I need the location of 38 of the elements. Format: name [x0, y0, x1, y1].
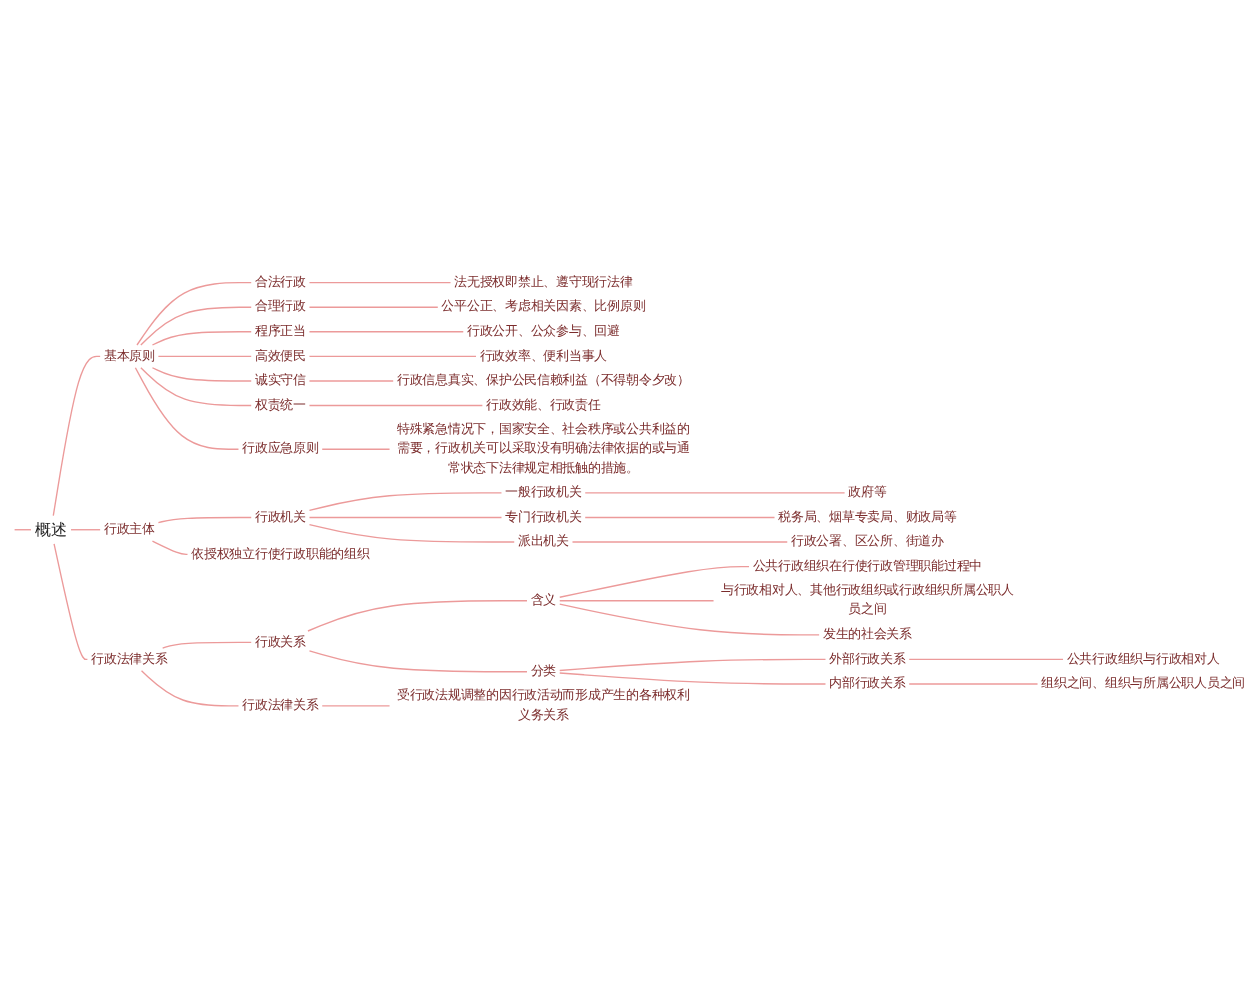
connector	[308, 381, 394, 383]
connector	[134, 368, 240, 451]
connector	[571, 542, 788, 544]
connector	[70, 530, 101, 532]
node-text: 概述	[34, 521, 68, 541]
connector	[584, 493, 846, 495]
connector	[321, 706, 391, 708]
connector	[308, 524, 515, 544]
connector	[308, 651, 528, 674]
connector	[151, 368, 252, 383]
connector	[308, 356, 477, 359]
connector	[53, 544, 89, 662]
connector	[908, 684, 1039, 686]
connector	[559, 659, 827, 673]
connector	[321, 449, 391, 451]
connector	[559, 604, 820, 637]
connector	[908, 659, 1064, 662]
connector	[161, 642, 252, 650]
connector	[140, 368, 252, 408]
connector	[151, 332, 252, 347]
connector	[52, 356, 101, 518]
connector	[559, 601, 715, 603]
connector	[307, 601, 528, 633]
connector	[559, 673, 827, 686]
connector	[140, 307, 252, 347]
connector	[308, 332, 464, 334]
connector	[584, 517, 776, 520]
connector	[157, 356, 252, 359]
connector	[308, 307, 439, 309]
connector	[308, 405, 484, 408]
connector	[559, 566, 750, 599]
connector	[140, 671, 240, 708]
connector	[308, 493, 503, 513]
connector	[308, 282, 452, 285]
connector	[308, 517, 503, 520]
connector	[136, 282, 252, 347]
connector	[151, 541, 189, 556]
connector	[157, 517, 252, 525]
